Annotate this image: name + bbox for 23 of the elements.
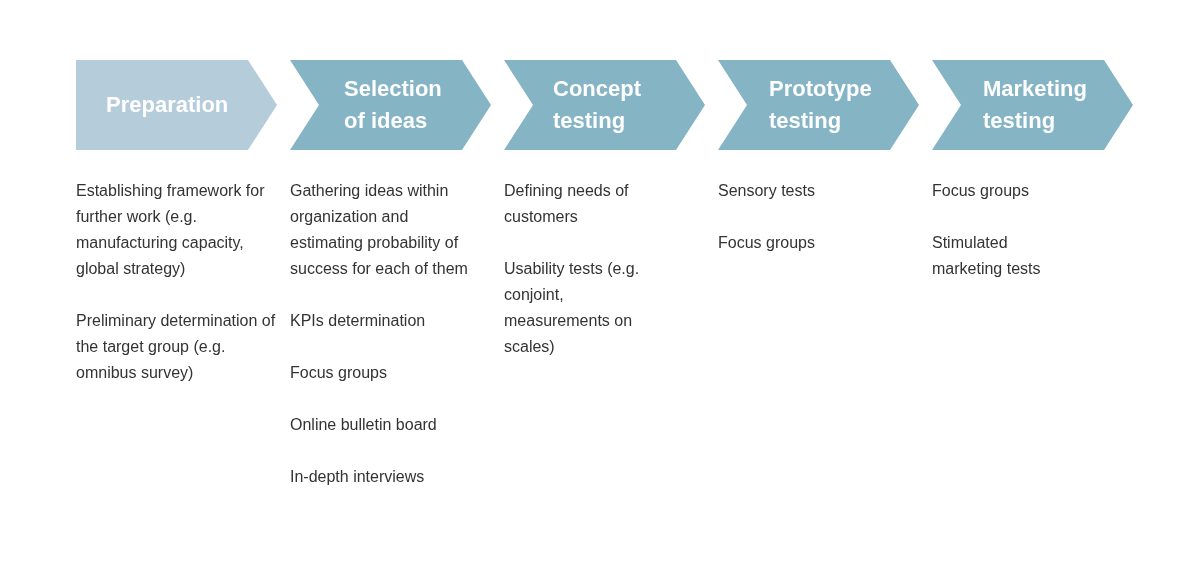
process-step-shape: [932, 60, 1133, 150]
step-title: Prototype testing: [769, 75, 873, 135]
step-title: Preparation: [106, 91, 230, 119]
step-note: Focus groups: [290, 363, 388, 383]
process-step-shape: [718, 60, 919, 150]
step-note: Online bulletin board: [290, 415, 438, 435]
step-note: Establishing framework for further work (e.g. manufacturing capacity, global strategy): [76, 181, 266, 279]
step-note: In-depth interviews: [290, 467, 426, 487]
step-note: Usability tests (e.g. conjoint, measurements on scales): [504, 259, 641, 357]
step-note: Gathering ideas within organization and estimating probability of success for each of them: [290, 181, 469, 279]
step-title: Marketing testing: [983, 75, 1088, 135]
step-note: Stimulated marketing tests: [932, 233, 1042, 279]
step-note: Preliminary determination of the target group (e.g. omnibus survey): [76, 311, 277, 383]
process-step-shape: [76, 60, 277, 150]
step-note: Focus groups: [932, 181, 1030, 201]
step-note: KPIs determination: [290, 311, 427, 331]
step-note: Sensory tests: [718, 181, 816, 201]
process-step-shape: [290, 60, 491, 150]
step-title: Selection of ideas: [344, 75, 443, 135]
process-step-shape: [504, 60, 705, 150]
step-title: Concept testing: [553, 75, 642, 135]
step-note: Focus groups: [718, 233, 816, 253]
step-note: Defining needs of customers: [504, 181, 630, 227]
